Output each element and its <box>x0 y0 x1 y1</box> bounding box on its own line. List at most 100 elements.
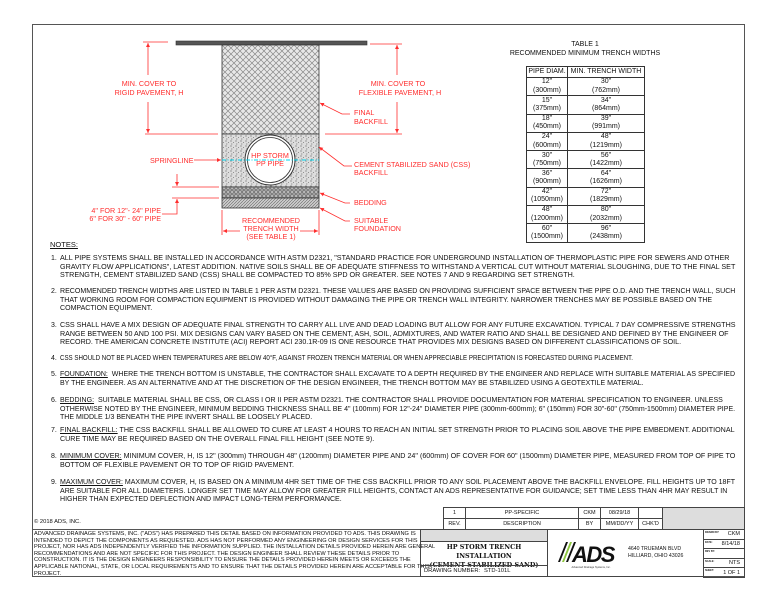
pipe-diam-cell: 36"(900mm) <box>526 168 568 188</box>
imperial-value: 24" <box>541 133 553 141</box>
final-backfill-label-2: BACKFILL <box>354 117 388 126</box>
note-label: FOUNDATION: <box>60 371 108 378</box>
stamp-area <box>662 507 745 530</box>
note-number: 9. <box>51 479 57 486</box>
note-number: 1. <box>51 255 57 262</box>
header-pipe-diam: PIPE DIAM. <box>526 66 568 78</box>
address-line-2: HILLIARD, OHIO 43026 <box>628 553 684 559</box>
pavement-surface <box>175 40 368 46</box>
flexible-cover-label-2: FLEXIBLE PAVEMENT, H <box>359 88 441 97</box>
trench-width-cell: 30"(762mm) <box>567 76 645 97</box>
note-line: ARE SUITABLE FOR ALL DIAMETERS. LONGER S… <box>60 488 727 496</box>
table-row: 36"(900mm)64"(1626mm) <box>526 168 645 188</box>
imperial-value: 48" <box>541 206 553 214</box>
imperial-value: 36" <box>541 169 553 177</box>
metric-value: (300mm) <box>532 86 561 94</box>
table-row: 48"(1200mm)80"(2032mm) <box>526 205 645 225</box>
pipe-diam-cell: 15"(375mm) <box>526 95 568 115</box>
table-row: 15"(375mm)34"(864mm) <box>526 95 645 115</box>
trench-width-cell: 56"(1422mm) <box>567 150 645 170</box>
note-text: BOTTOM OF FLEXIBLE PAVEMENT OR TO TOP OF… <box>60 461 295 469</box>
final-backfill-zone <box>221 44 320 135</box>
imperial-value: 18" <box>541 114 553 122</box>
logo-text: ADS <box>571 542 616 567</box>
logo-tagline: Advanced Drainage Systems, Inc. <box>571 565 610 569</box>
drawing-number-row: DRAWING NUMBER: STD-101L <box>420 565 548 577</box>
imperial-value: 60" <box>541 224 553 232</box>
note-line: RECOMMENDED TRENCH WIDTHS ARE LISTED IN … <box>60 288 735 296</box>
note-text: WHERE THE TRENCH BOTTOM IS UNSTABLE, THE… <box>107 371 736 378</box>
address-line-1: 4640 TRUEMAN BLVD <box>628 546 682 552</box>
note-line: BY THE ENGINEER. AS AN ALTERNATIVE AND A… <box>60 380 644 388</box>
note-line: COMPACTION EQUIPMENT. <box>60 305 152 313</box>
table-header-row: PIPE DIAM. MIN. TRENCH WIDTH <box>526 66 645 78</box>
metric-value: (864mm) <box>591 104 620 112</box>
trench-width-cell: 34"(864mm) <box>567 95 645 115</box>
table-row: 18"(450mm)39"(991mm) <box>526 113 645 133</box>
metric-value: (450mm) <box>532 123 561 131</box>
info-value: CKM <box>727 531 740 538</box>
disclaimer-line: ADVANCED DRAINAGE SYSTEMS, INC. ("ADS") … <box>34 531 416 537</box>
rigid-cover-label-2: RIGID PAVEMENT, H <box>115 88 184 97</box>
note-number: 8. <box>51 453 57 460</box>
bedding-thickness-label-1: 4" FOR 12"- 24" PIPE <box>91 206 161 215</box>
metric-value: (1219mm) <box>590 141 622 149</box>
note-line: ALL PIPE SYSTEMS SHALL BE INSTALLED IN A… <box>60 255 729 263</box>
imperial-value: 12" <box>541 78 553 86</box>
metric-value: (1050mm) <box>531 196 563 204</box>
disclaimer-line: RECOMMENDATIONS AND ARE NOT SPECIFIC FOR… <box>34 550 400 557</box>
metric-value: (750mm) <box>532 159 561 167</box>
note-line: FOUNDATION: WHERE THE TRENCH BOTTOM IS U… <box>60 371 735 379</box>
imperial-value: 72" <box>600 188 612 196</box>
metric-value: (600mm) <box>532 141 561 149</box>
metric-value: (762mm) <box>591 86 620 94</box>
copyright: © 2018 ADS, INC. <box>34 519 81 525</box>
note-number: 7. <box>51 427 57 434</box>
info-value: 8/14/18 <box>721 540 740 547</box>
note-line: MINIMUM COVER: MINIMUM COVER, H, IS 12" … <box>60 453 735 461</box>
title-gray-band <box>421 530 547 542</box>
metric-value: (900mm) <box>532 178 561 186</box>
note-text: HIGHER THAN EXPECTED DEFLECTION AND IMPA… <box>60 496 342 503</box>
final-backfill-label-1: FINAL <box>354 108 374 117</box>
foundation-zone <box>221 197 320 209</box>
note-line: THE MIDDLE 1/3 BENEATH THE PIPE INVERT S… <box>60 414 312 422</box>
drawing-number: STD-101L <box>484 568 511 574</box>
note-text: RANGE BETWEEN 50 AND 100 PSI. MIX DESIGN… <box>60 330 729 338</box>
note-label: MAXIMUM COVER: <box>60 479 123 486</box>
info-label: SHEET: <box>705 569 714 573</box>
note-line: BOTTOM OF FLEXIBLE PAVEMENT OR TO TOP OF… <box>60 462 294 470</box>
note-line: STRENGTH, CEMENT STABILIZED SAND (CSS) S… <box>60 272 575 280</box>
trench-width-cell: 39"(991mm) <box>567 113 645 133</box>
sheet-border <box>32 24 745 577</box>
company-address: 4640 TRUEMAN BLVD HILLIARD, OHIO 43026 <box>628 546 683 560</box>
metric-value: (991mm) <box>591 123 620 131</box>
imperial-value: 56" <box>600 151 612 159</box>
note-text: RECOMMENDED TRENCH WIDTHS ARE LISTED IN … <box>60 288 736 295</box>
imperial-value: 34" <box>600 96 612 104</box>
note-text: THE CSS BACKFILL SHALL BE ALLOWED TO CUR… <box>117 427 735 434</box>
rigid-cover-label-1: MIN. COVER TO <box>122 79 177 88</box>
note-text: STRENGTH, CEMENT STABILIZED SAND (CSS) S… <box>60 272 575 279</box>
metric-value: (1829mm) <box>590 196 622 204</box>
info-label: DATE: <box>705 540 713 544</box>
imperial-value: 48" <box>600 133 612 141</box>
note-line: FINAL BACKFILL: THE CSS BACKFILL SHALL B… <box>60 427 735 435</box>
metric-value: (2032mm) <box>590 214 622 222</box>
trench-width-cell: 80"(2032mm) <box>567 205 645 225</box>
imperial-value: 30" <box>541 151 553 159</box>
disclaimer-line: INTENDED TO DEPICT THE COMPONENTS AS REQ… <box>34 537 418 544</box>
trench-width-table: PIPE DIAM. MIN. TRENCH WIDTH 12"(300mm) 3… <box>526 66 645 243</box>
note-text: THAT WORKING ROOM FOR COMPACTION EQUIPME… <box>60 296 713 304</box>
note-number: 4. <box>51 355 57 362</box>
pipe-diam-cell: 18"(450mm) <box>526 113 568 133</box>
disclaimer-line: APPLICABLE NATIONAL, STATE, OR LOCAL REQ… <box>34 564 430 570</box>
drawing-title-line-1: HP STORM TRENCH INSTALLATION <box>446 543 522 560</box>
disclaimer-line: CONSTRUCTION. IT IS THE DESIGN ENGINEERS… <box>34 557 411 564</box>
imperial-value: 42" <box>541 188 553 196</box>
note-text: SUITABLE MATERIAL SHALL BE CSS, OR CLASS… <box>94 397 723 404</box>
bedding-label: BEDDING <box>354 198 387 207</box>
note-text: CURE TIME MAY BE REQUIRED BASED ON THE O… <box>60 435 375 443</box>
note-text: COMPACTION EQUIPMENT. <box>60 305 153 312</box>
note-text: BY THE ENGINEER. AS AN ALTERNATIVE AND A… <box>60 379 644 387</box>
